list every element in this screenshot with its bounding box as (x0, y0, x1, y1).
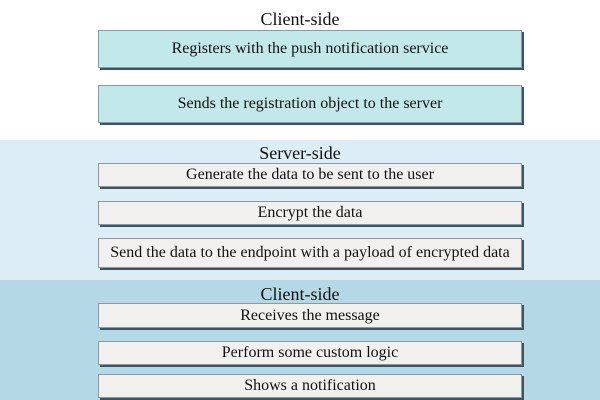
step-encrypt-data: Encrypt the data (98, 201, 522, 225)
step-send-to-endpoint: Send the data to the endpoint with a pay… (98, 238, 522, 268)
step-show-notification: Shows a notification (98, 374, 522, 398)
step-send-registration-object: Sends the registration object to the ser… (98, 85, 522, 123)
step-custom-logic: Perform some custom logic (98, 341, 522, 365)
server-side-heading: Server-side (259, 143, 341, 163)
client-side-heading-bottom: Client-side (260, 284, 340, 304)
step-generate-data: Generate the data to be sent to the user (98, 163, 522, 187)
step-receive-message: Receives the message (98, 303, 522, 328)
step-register-push-service: Registers with the push notification ser… (98, 30, 522, 68)
client-side-heading-top: Client-side (260, 9, 340, 29)
